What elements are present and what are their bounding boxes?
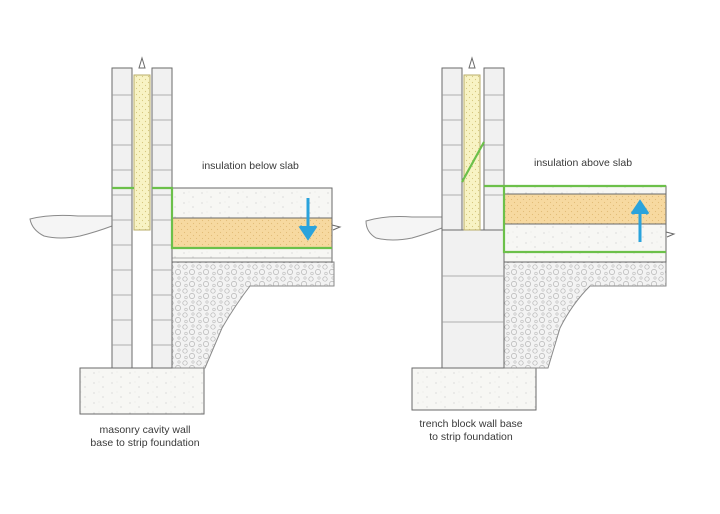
screed-left bbox=[171, 187, 333, 219]
strip-foundation-left bbox=[79, 367, 205, 415]
caption-right: trench block wall base to strip foundati… bbox=[396, 418, 546, 444]
diagram-left bbox=[29, 56, 342, 415]
dpm-right bbox=[461, 141, 666, 254]
caption-left-line2: base to strip foundation bbox=[90, 437, 200, 449]
hardcore-right bbox=[503, 261, 667, 369]
caption-right-line2: to strip foundation bbox=[429, 431, 513, 443]
concrete-slab-left bbox=[171, 247, 333, 263]
cavity-insulation-right bbox=[463, 74, 481, 231]
caption-right-line1: trench block wall base bbox=[419, 418, 523, 430]
trench-block-right bbox=[441, 229, 505, 369]
dpm-left bbox=[112, 186, 332, 250]
diagram-right bbox=[365, 56, 676, 411]
screed-right bbox=[503, 185, 667, 195]
ground-right bbox=[365, 216, 443, 241]
hardcore-left bbox=[171, 261, 335, 369]
outer-leaf-left bbox=[111, 67, 133, 369]
arrow-down-icon bbox=[298, 198, 318, 241]
caption-left-line1: masonry cavity wall bbox=[99, 424, 191, 436]
outer-leaf-right bbox=[441, 67, 463, 231]
inner-leaf-right bbox=[483, 67, 505, 231]
concrete-slab-right bbox=[503, 223, 667, 253]
label-insulation-above-slab: insulation above slab bbox=[534, 157, 633, 169]
label-insulation-below-slab: insulation below slab bbox=[202, 160, 299, 172]
arrow-up-icon bbox=[630, 199, 650, 242]
caption-left: masonry cavity wall base to strip founda… bbox=[70, 424, 220, 450]
inner-leaf-left bbox=[151, 67, 173, 369]
strip-foundation-right bbox=[411, 367, 537, 411]
ground-left bbox=[29, 214, 113, 239]
cavity-insulation-left bbox=[133, 74, 151, 231]
